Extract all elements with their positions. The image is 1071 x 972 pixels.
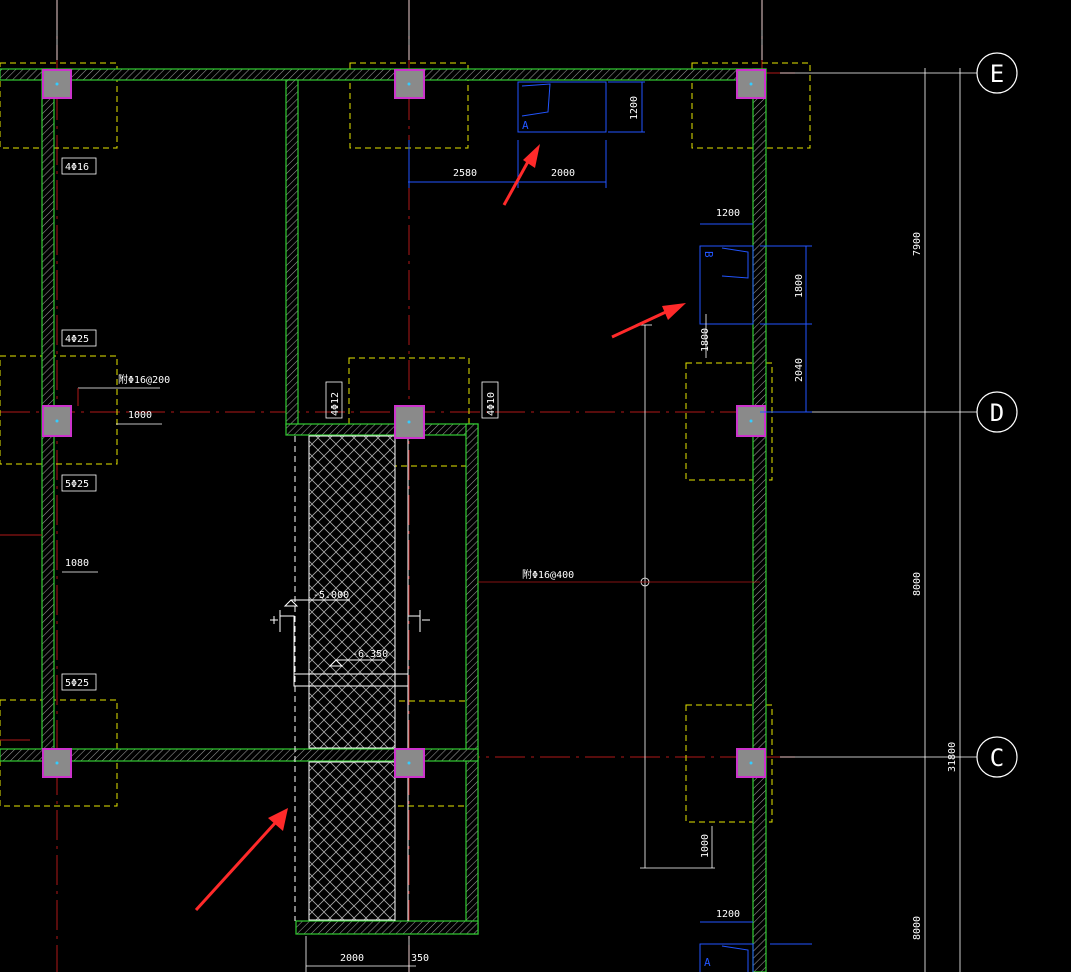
dim-bottom-350: 350 — [411, 953, 429, 964]
note-2: 附Φ16@400 — [522, 568, 574, 581]
column-c3 — [736, 748, 766, 778]
columns — [42, 69, 766, 778]
axis-bubble-C[interactable]: C — [976, 736, 1018, 778]
rebar-tag-2: 4Φ25 — [65, 334, 89, 345]
axis-bubble-D-label: D — [990, 399, 1004, 427]
footings — [0, 62, 811, 823]
note-1: 附Φ16@200 — [118, 373, 170, 386]
wall-inner-vertical — [285, 79, 299, 426]
dim-right-7900: 7900 — [912, 232, 923, 256]
wall-bottom — [295, 920, 479, 935]
dim-right-31800: 31800 — [947, 742, 958, 772]
dim-b-1800: 1800 — [794, 274, 805, 298]
wall-stair-top — [285, 423, 479, 436]
sump-section-detail — [270, 599, 430, 687]
column-center-marks — [55, 82, 753, 765]
pit-hatch-upper — [308, 435, 396, 749]
dim-right-8000b: 8000 — [912, 916, 923, 940]
rebar-tag-5: 4Φ12 — [330, 392, 341, 416]
annotation-arrows — [194, 144, 686, 912]
cabinet-a2-tag: A — [704, 956, 711, 969]
wall-stair-right — [465, 423, 479, 935]
rebar-tag-3: 5Φ25 — [65, 479, 89, 490]
dimension-lines — [62, 68, 980, 972]
dim-left-1000: 1000 — [128, 410, 152, 421]
top-extension-lines — [56, 0, 763, 60]
dim-e-1200: 1200 — [629, 96, 640, 120]
pit-hatch-lower — [308, 761, 396, 921]
small-red-ticks — [0, 388, 79, 741]
axis-bubble-E-label: E — [990, 60, 1004, 88]
cabinet-b1 — [699, 223, 812, 413]
axis-bubble-E[interactable]: E — [976, 52, 1018, 94]
footing-c3 — [685, 704, 773, 823]
dim-e-2580: 2580 — [453, 168, 477, 179]
dim-left-1080: 1080 — [65, 558, 89, 569]
rebar-tag-6: 4Φ10 — [486, 392, 497, 416]
dim-e-2000: 2000 — [551, 168, 575, 179]
dim-b-2040: 2040 — [794, 358, 805, 382]
axis-bubble-C-label: C — [990, 744, 1004, 772]
elevation-label-1: -5.000 — [313, 590, 349, 601]
cabinet-a2 — [699, 921, 812, 972]
wall-c — [0, 748, 479, 762]
axis-lines — [0, 0, 800, 972]
footing-d1 — [0, 355, 118, 465]
elevation-label-2: -6.350 — [352, 649, 388, 660]
cabinet-a1-tag: A — [522, 119, 529, 132]
cabinet-b1-tag: B — [702, 251, 715, 258]
wall-top — [0, 68, 767, 81]
dim-v-1800-small: 1800 — [700, 328, 711, 352]
footing-d2 — [348, 357, 470, 467]
arrow-2 — [611, 303, 686, 339]
dim-bottom-2000: 2000 — [340, 953, 364, 964]
rebar-tag-4: 5Φ25 — [65, 678, 89, 689]
arrow-1 — [502, 144, 540, 206]
footing-d3 — [685, 362, 773, 481]
dim-v-1000: 1000 — [700, 834, 711, 858]
axis-bubble-D[interactable]: D — [976, 391, 1018, 433]
footing-e3 — [691, 62, 811, 149]
dim-a2-1200: 1200 — [716, 909, 740, 920]
dim-b-1200: 1200 — [716, 208, 740, 219]
footing-e1 — [0, 62, 118, 149]
cabinet-a1 — [408, 81, 645, 188]
rebar-tag-1: 4Φ16 — [65, 162, 89, 173]
pit — [294, 435, 409, 921]
rebar-tag-boxes — [61, 157, 499, 691]
wall-right — [752, 68, 767, 972]
dim-right-8000: 8000 — [912, 572, 923, 596]
column-d1 — [42, 405, 72, 437]
arrow-3 — [194, 808, 288, 912]
